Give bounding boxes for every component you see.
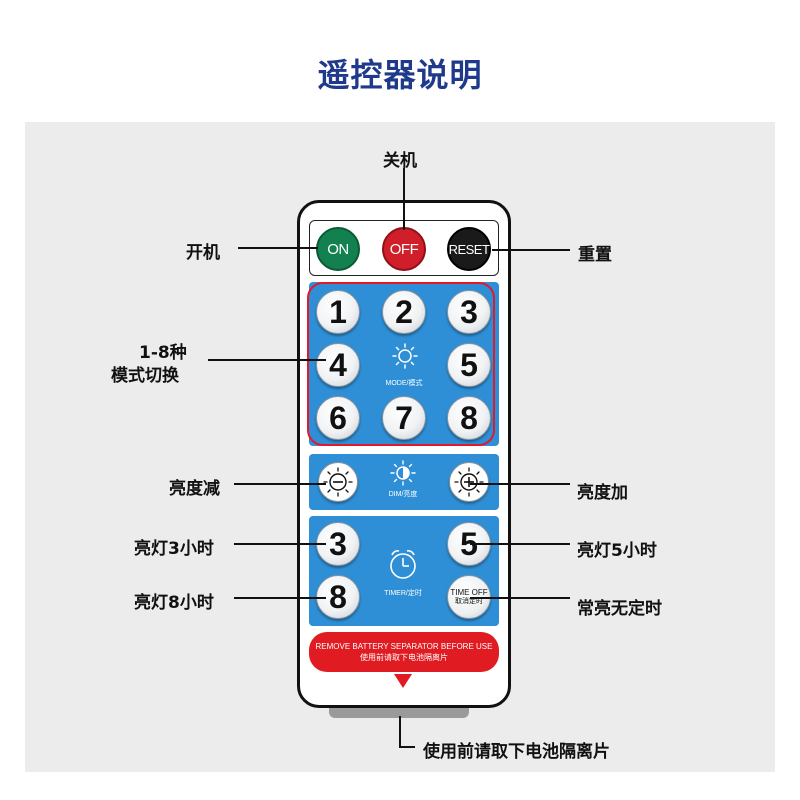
sun-icon — [392, 343, 418, 369]
label-reset: 重置 — [578, 245, 612, 265]
warning-english-text: REMOVE BATTERY SEPARATOR BEFORE USE — [315, 642, 493, 651]
mode-button-6[interactable]: 6 — [316, 396, 360, 440]
callout-line-off — [403, 168, 405, 230]
callout-line-mode — [208, 359, 326, 361]
warning-chinese-text: 使用前请取下电池隔离片 — [360, 653, 448, 662]
label-always-on: 常亮无定时 — [577, 599, 662, 619]
label-dim-down: 亮度减 — [169, 479, 220, 499]
callout-line-battery-vertical — [399, 716, 401, 748]
label-timer8: 亮灯8小时 — [134, 593, 214, 613]
on-button[interactable]: ON — [316, 227, 360, 271]
callout-line-timer8 — [234, 597, 326, 599]
mode-button-8[interactable]: 8 — [447, 396, 491, 440]
reset-button[interactable]: RESET — [447, 227, 491, 271]
mode-button-2[interactable]: 2 — [382, 290, 426, 334]
label-off: 关机 — [383, 151, 417, 171]
dim-caption: DIM/亮度 — [388, 491, 418, 498]
mode-highlight-outline — [307, 282, 495, 446]
time-off-cn-label: 取消定时 — [455, 597, 483, 605]
label-timer5: 亮灯5小时 — [577, 541, 657, 561]
label-mode-line2: 模式切换 — [111, 366, 179, 386]
alarm-clock-icon — [390, 550, 416, 579]
label-dim-up: 亮度加 — [577, 483, 628, 503]
callout-line-reset — [492, 249, 570, 251]
label-mode-line1: 1-8种 — [139, 343, 187, 363]
mode-button-1[interactable]: 1 — [316, 290, 360, 334]
label-battery: 使用前请取下电池隔离片 — [423, 742, 610, 762]
off-button[interactable]: OFF — [382, 227, 426, 271]
label-on: 开机 — [186, 243, 220, 263]
page-title: 遥控器说明 — [317, 56, 483, 94]
callout-line-timer3 — [234, 543, 326, 545]
mode-button-5[interactable]: 5 — [447, 343, 491, 387]
time-off-en-label: TIME OFF — [450, 588, 488, 597]
callout-line-dim-up — [470, 483, 570, 485]
mode-button-3[interactable]: 3 — [447, 290, 491, 334]
timer-caption: TIMER/定时 — [384, 590, 422, 597]
dim-down-button[interactable] — [318, 462, 358, 502]
callout-line-dim-down — [234, 483, 326, 485]
down-arrow-icon — [394, 674, 412, 688]
mode-caption: MODE/模式 — [385, 380, 423, 387]
dim-up-button[interactable] — [449, 462, 489, 502]
minus-sun-icon — [323, 467, 353, 497]
mode-button-7[interactable]: 7 — [382, 396, 426, 440]
label-timer3: 亮灯3小时 — [134, 539, 214, 559]
callout-line-always-on — [470, 597, 570, 599]
callout-line-battery-horizontal — [399, 746, 415, 748]
plus-sun-icon — [454, 467, 484, 497]
battery-warning-banner: REMOVE BATTERY SEPARATOR BEFORE USE 使用前请… — [309, 632, 499, 672]
mode-button-4[interactable]: 4 — [316, 343, 360, 387]
callout-line-on — [238, 247, 318, 249]
brightness-icon — [390, 460, 416, 486]
callout-line-timer5 — [470, 543, 570, 545]
